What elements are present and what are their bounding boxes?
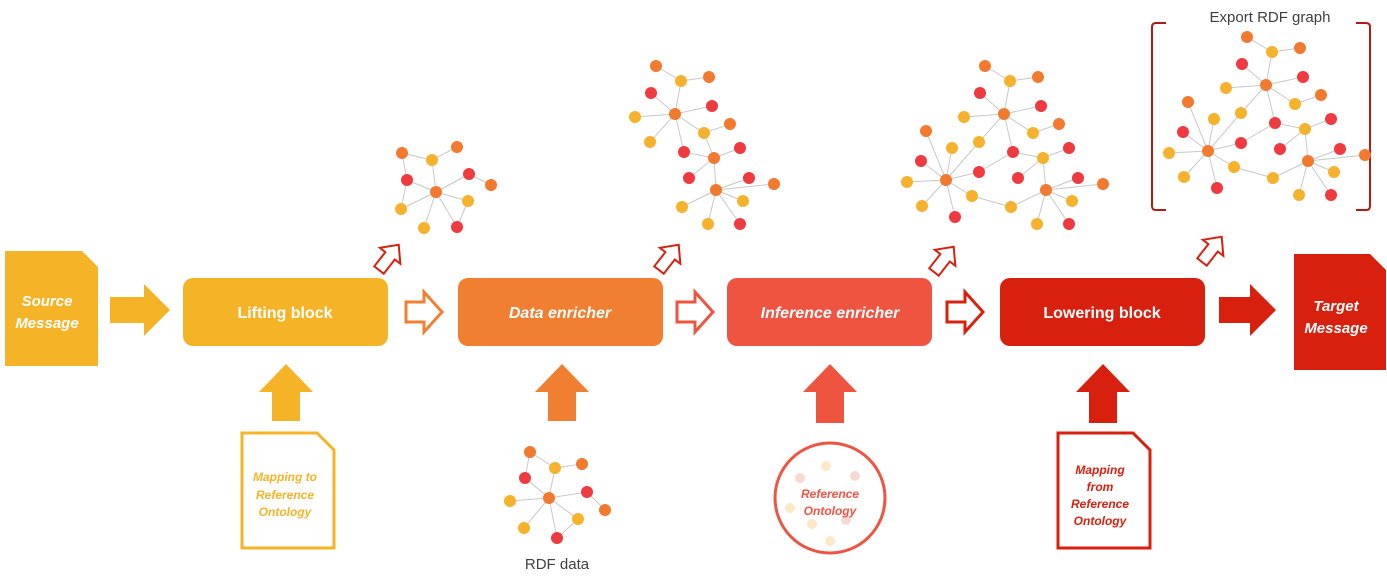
arrow-up-reference-ontology <box>803 364 857 423</box>
arrow-up-mapping-to <box>259 364 313 421</box>
mapping-to-doc: Mapping to Reference Ontology <box>240 431 336 550</box>
inference-enricher-block: Inference enricher <box>727 278 932 346</box>
source-message-doc: Source Message <box>5 251 98 366</box>
target-message-line1: Target <box>1313 298 1359 315</box>
data-enricher-label: Data enricher <box>509 305 612 322</box>
arrow-source-to-lifting <box>110 284 170 336</box>
reference-ontology-circle: Reference Ontology <box>773 441 887 555</box>
arrow-up-rdf-data <box>535 364 589 421</box>
arrow-inference-to-lowering <box>945 288 986 336</box>
graph-after-lifting <box>394 140 498 235</box>
export-rdf-graph-label: Export RDF graph <box>1210 9 1331 26</box>
reference-ontology-line1: Reference <box>801 487 859 501</box>
mapping-to-line3: Ontology <box>259 505 313 519</box>
source-message-line2: Message <box>15 315 78 332</box>
diag-arrow-data-enricher <box>652 243 682 276</box>
data-enricher-block: Data enricher <box>458 278 663 346</box>
reference-ontology-line2: Ontology <box>804 504 858 518</box>
diag-arrow-inference <box>927 245 957 278</box>
inference-enricher-label: Inference enricher <box>761 305 901 322</box>
rdf-data-label: RDF data <box>525 556 590 573</box>
bracket-left <box>1151 22 1166 211</box>
diag-arrow-lifting <box>372 243 402 276</box>
arrow-lifting-to-data-enricher <box>404 288 445 336</box>
bracket-right <box>1356 22 1371 211</box>
lowering-block-label: Lowering block <box>1043 305 1160 322</box>
mapping-from-line2: from <box>1087 480 1114 494</box>
mapping-from-line3: Reference <box>1071 497 1129 511</box>
target-message-line2: Message <box>1304 320 1367 337</box>
diag-arrow-lowering <box>1195 235 1225 268</box>
graph-after-data-enricher <box>629 60 780 230</box>
rdf-data-graph <box>504 446 611 544</box>
export-rdf-graph: Export RDF graph <box>1151 9 1371 211</box>
lifting-block: Lifting block <box>183 278 388 346</box>
lowering-block: Lowering block <box>1000 278 1205 346</box>
source-message-line1: Source <box>22 293 73 310</box>
mapping-to-line1: Mapping to <box>253 470 317 484</box>
lifting-block-label: Lifting block <box>237 305 332 322</box>
mapping-from-line1: Mapping <box>1075 463 1125 477</box>
arrow-lowering-to-target <box>1219 284 1276 336</box>
graph-after-inference-enricher <box>901 60 1109 230</box>
arrow-up-mapping-from <box>1076 364 1130 423</box>
mapping-from-line4: Ontology <box>1074 514 1128 528</box>
arrow-data-to-inference <box>675 288 716 336</box>
target-message-doc: Target Message <box>1294 254 1386 370</box>
mapping-to-line2: Reference <box>256 488 314 502</box>
mapping-from-doc: Mapping from Reference Ontology <box>1056 431 1152 550</box>
